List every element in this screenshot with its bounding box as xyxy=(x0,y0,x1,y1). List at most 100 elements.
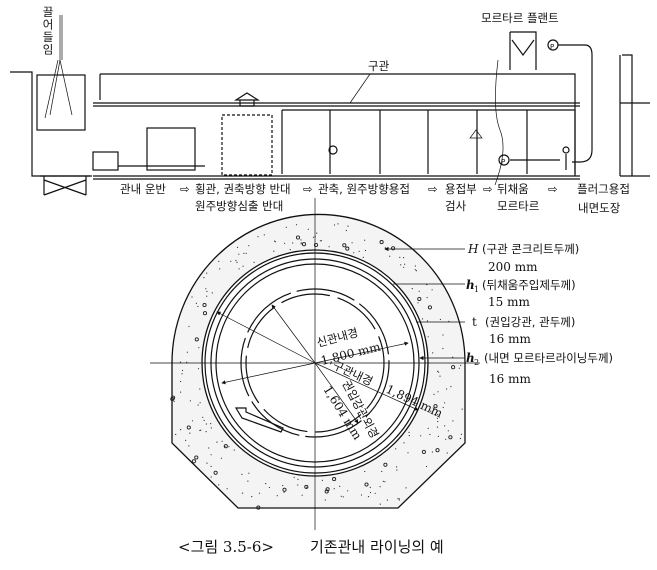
aggregate-dot xyxy=(418,290,420,292)
aggregate-dot xyxy=(223,444,228,449)
aggregate-dot xyxy=(220,457,223,459)
svg-text:h: h xyxy=(466,351,475,365)
aggregate-dot xyxy=(389,255,391,257)
aggregate-dot xyxy=(238,268,240,270)
step-4-line2: 검사 xyxy=(445,199,467,213)
aggregate-dot xyxy=(191,296,193,298)
aggregate-dot xyxy=(429,433,431,436)
shaft-box xyxy=(36,74,86,131)
aggregate-dot xyxy=(414,269,416,271)
mortar-plant-label: 모르타르 플랜트 xyxy=(481,11,559,25)
svg-text:16 mm: 16 mm xyxy=(489,332,531,346)
rotator xyxy=(221,114,273,176)
svg-text:15 mm: 15 mm xyxy=(488,295,530,309)
aggregate-dot xyxy=(206,290,208,293)
aggregate-dot xyxy=(448,435,453,440)
aggregate-dot xyxy=(199,402,201,404)
aggregate-dot xyxy=(282,487,287,492)
aggregate-dot xyxy=(189,432,191,434)
aggregate-dot xyxy=(436,370,439,372)
aggregate-dot xyxy=(379,240,384,245)
aggregate-dot xyxy=(273,250,275,252)
aggregate-dot xyxy=(342,243,347,248)
aggregate-dot xyxy=(347,490,349,492)
cart xyxy=(92,151,119,171)
aggregate-dot xyxy=(433,393,435,395)
aggregate-dot xyxy=(340,495,342,497)
aggregate-dot xyxy=(247,480,249,482)
aggregate-dot xyxy=(383,462,388,467)
aggregate-dot xyxy=(436,426,439,428)
aggregate-dot xyxy=(384,247,386,249)
aggregate-dot xyxy=(460,433,462,435)
pump-icon xyxy=(498,154,510,166)
aggregate-dot xyxy=(231,501,233,503)
aggregate-dot xyxy=(226,488,228,490)
aggregate-dot xyxy=(191,420,194,422)
aggregate-dot xyxy=(206,272,208,274)
aggregate-dot xyxy=(396,466,398,468)
pipe-cross-section: 신관내경 1,800 mm 구관내경 1,894 mm 권입강관외경 1,604… xyxy=(150,198,613,530)
aggregate-dot xyxy=(274,241,276,243)
aggregate-dot xyxy=(414,265,416,267)
aggregate-dot xyxy=(188,325,190,328)
aggregate-dot xyxy=(295,235,301,240)
aggregate-dot xyxy=(258,492,261,494)
aggregate-dot xyxy=(379,503,381,505)
aggregate-dot xyxy=(210,454,212,456)
aggregate-dot xyxy=(386,499,388,501)
aggregate-dot xyxy=(251,496,253,498)
aggregate-dot xyxy=(233,449,235,451)
aggregate-dot xyxy=(404,263,406,265)
aggregate-dot xyxy=(300,243,302,245)
step-1: 관내 운반 xyxy=(120,182,166,196)
aggregate-dot xyxy=(186,425,191,430)
svg-text:(권입강관, 관두께): (권입강관, 관두께) xyxy=(485,315,575,329)
aggregate-dot xyxy=(461,408,463,410)
aggregate-dot xyxy=(206,462,208,464)
svg-text:2: 2 xyxy=(474,358,479,367)
aggregate-dot xyxy=(432,352,434,354)
aggregate-dot xyxy=(426,320,429,322)
aggregate-dot xyxy=(304,484,309,489)
aggregate-dot xyxy=(360,494,363,496)
aggregate-dot xyxy=(459,437,461,440)
svg-text:(내면 모르타르라이닝두께): (내면 모르타르라이닝두께) xyxy=(484,351,613,365)
figure-title: 기존관내 라이닝의 예 xyxy=(310,538,444,556)
arrow: ⇨ xyxy=(483,182,493,196)
aggregate-dot xyxy=(285,226,287,228)
aggregate-dot xyxy=(301,242,307,247)
aggregate-dot xyxy=(284,242,286,244)
aggregate-dot xyxy=(364,249,367,252)
aggregate-dot xyxy=(405,487,407,489)
aggregate-dot xyxy=(342,496,344,498)
construction-process-diagram: 끌어들임 구관 P 모르타르 플랜트 P xyxy=(10,6,650,215)
aggregate-dot xyxy=(364,482,369,487)
aggregate-dot xyxy=(218,484,220,486)
aggregate-dot xyxy=(198,347,200,349)
aggregate-dot xyxy=(431,289,433,291)
aggregate-dot xyxy=(301,494,303,496)
aggregate-dot xyxy=(173,400,175,402)
aggregate-dot xyxy=(300,239,302,241)
aggregate-dot xyxy=(194,455,199,460)
aggregate-dot xyxy=(395,448,397,450)
aggregate-dot xyxy=(333,224,336,226)
aggregate-dot xyxy=(439,375,441,377)
aggregate-dot xyxy=(194,337,199,342)
aggregate-dot xyxy=(353,252,355,254)
arrow: ⇨ xyxy=(548,182,558,196)
aggregate-dot xyxy=(181,369,184,372)
step-6-line2: 내면도장 xyxy=(578,201,621,215)
step-3: 관축, 원주방향용접 xyxy=(318,182,410,196)
aggregate-dot xyxy=(236,261,238,263)
svg-text:200 mm: 200 mm xyxy=(488,260,538,274)
aggregate-dot xyxy=(445,438,447,440)
aggregate-dot xyxy=(245,252,247,254)
aggregate-dot xyxy=(337,223,339,225)
aggregate-dot xyxy=(458,367,460,369)
aggregate-dot xyxy=(243,252,245,254)
aggregate-dot xyxy=(313,242,319,248)
aggregate-dot xyxy=(411,288,413,290)
